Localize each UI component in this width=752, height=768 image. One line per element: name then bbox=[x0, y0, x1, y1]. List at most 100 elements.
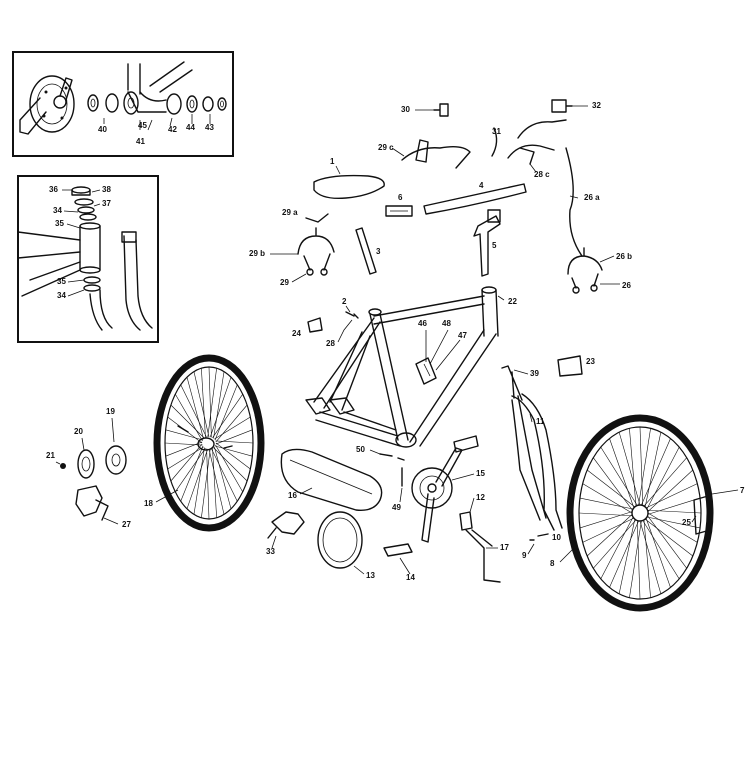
saddle-seatpost bbox=[305, 174, 385, 275]
chain-ring-13-inner bbox=[322, 517, 358, 563]
label-3: 3 bbox=[376, 247, 381, 256]
spoke bbox=[193, 447, 205, 515]
spoke bbox=[167, 446, 204, 470]
label-37: 37 bbox=[102, 199, 111, 208]
label-31: 31 bbox=[492, 127, 501, 136]
label-45: 45 bbox=[138, 121, 147, 130]
label-29: 29 bbox=[280, 278, 289, 287]
label-34-top: 34 bbox=[53, 206, 62, 215]
spoke bbox=[170, 443, 203, 482]
spoke bbox=[214, 384, 238, 441]
spoke bbox=[643, 457, 687, 507]
crankset bbox=[379, 435, 501, 583]
spoke bbox=[186, 377, 204, 440]
label-22: 22 bbox=[508, 297, 517, 306]
label-4: 4 bbox=[479, 181, 484, 190]
spoke bbox=[629, 520, 642, 598]
label-15: 15 bbox=[476, 469, 485, 478]
spoke bbox=[641, 438, 671, 506]
spoke bbox=[646, 446, 680, 510]
spoke bbox=[643, 519, 651, 598]
label-30: 30 bbox=[401, 105, 410, 114]
spoke bbox=[618, 519, 636, 594]
spoke bbox=[165, 429, 204, 441]
brake-cable-28a bbox=[565, 147, 583, 257]
spoke bbox=[164, 442, 203, 446]
spoke bbox=[593, 457, 633, 511]
label-18: 18 bbox=[144, 499, 153, 508]
wheel-reflector-25 bbox=[693, 495, 711, 535]
label-21: 21 bbox=[46, 451, 55, 460]
label-36: 36 bbox=[49, 185, 58, 194]
rear-caliper-brake bbox=[297, 227, 335, 276]
chain-ring-13 bbox=[317, 511, 363, 569]
inset-headset-drawing bbox=[17, 186, 153, 331]
label-14: 14 bbox=[406, 573, 415, 582]
label-10: 10 bbox=[552, 533, 561, 542]
spoke bbox=[638, 428, 651, 506]
label-46: 46 bbox=[418, 319, 427, 328]
front-wheel-spokes bbox=[578, 426, 702, 600]
spoke bbox=[201, 368, 206, 438]
kickstand-clamp-12 bbox=[459, 511, 473, 531]
spoke bbox=[578, 512, 633, 517]
saddle-drawing bbox=[313, 174, 385, 200]
spoke bbox=[647, 497, 701, 515]
label-11: 11 bbox=[536, 417, 545, 426]
label-43: 43 bbox=[205, 123, 214, 132]
spoke bbox=[645, 483, 698, 509]
right-brake-lever bbox=[507, 119, 567, 165]
shifter-30-drawing bbox=[433, 103, 449, 117]
spoke bbox=[586, 469, 636, 508]
label-12: 12 bbox=[476, 493, 485, 502]
spoke bbox=[213, 371, 225, 439]
front-caliper-brake bbox=[567, 247, 603, 294]
chain-guard-16 bbox=[280, 448, 383, 511]
spoke bbox=[618, 432, 641, 506]
pedal-right bbox=[453, 435, 479, 453]
spoke bbox=[642, 520, 680, 580]
label-28c: 28 c bbox=[534, 170, 550, 179]
spoke bbox=[215, 442, 251, 470]
leader-line-18 bbox=[155, 489, 179, 503]
spoke bbox=[214, 446, 232, 509]
label-1: 1 bbox=[330, 157, 335, 166]
spoke bbox=[175, 448, 206, 493]
spoke bbox=[170, 404, 205, 439]
chain-guard-inner bbox=[289, 459, 373, 495]
leader-lines-headset bbox=[62, 189, 101, 297]
spoke bbox=[214, 416, 251, 440]
crank-arm-right bbox=[435, 447, 463, 487]
leader-lines-frame bbox=[337, 295, 505, 371]
rear-wheel bbox=[153, 354, 265, 532]
label-9: 9 bbox=[522, 551, 527, 560]
leader-lines-crankset bbox=[369, 449, 498, 575]
spoke bbox=[636, 520, 641, 600]
label-20: 20 bbox=[74, 427, 83, 436]
spoke bbox=[201, 448, 211, 518]
label-24: 24 bbox=[292, 329, 301, 338]
label-34-bottom: 34 bbox=[57, 291, 66, 300]
label-19: 19 bbox=[106, 407, 115, 416]
brake-cable-31 bbox=[491, 127, 498, 157]
handlebar-tube bbox=[423, 183, 527, 215]
inset-frame-top bbox=[12, 51, 234, 157]
label-50: 50 bbox=[356, 445, 365, 454]
spoke bbox=[644, 518, 694, 557]
label-6: 6 bbox=[398, 193, 403, 202]
rear-wheel-spokes bbox=[164, 366, 254, 520]
shifter-32-drawing bbox=[551, 99, 573, 113]
spoke bbox=[645, 518, 671, 588]
spoke bbox=[609, 438, 635, 508]
label-39: 39 bbox=[530, 369, 539, 378]
spoke bbox=[215, 444, 243, 493]
spoke bbox=[586, 514, 633, 557]
label-26a: 26 a bbox=[584, 193, 600, 202]
spoke bbox=[644, 432, 662, 507]
bottom-bracket-inset: 40 45 41 42 44 43 bbox=[12, 51, 234, 157]
label-40: 40 bbox=[98, 125, 107, 134]
fork-reflector-23 bbox=[557, 355, 583, 377]
reflector-24-drawing bbox=[307, 317, 323, 333]
spoke bbox=[639, 426, 644, 506]
